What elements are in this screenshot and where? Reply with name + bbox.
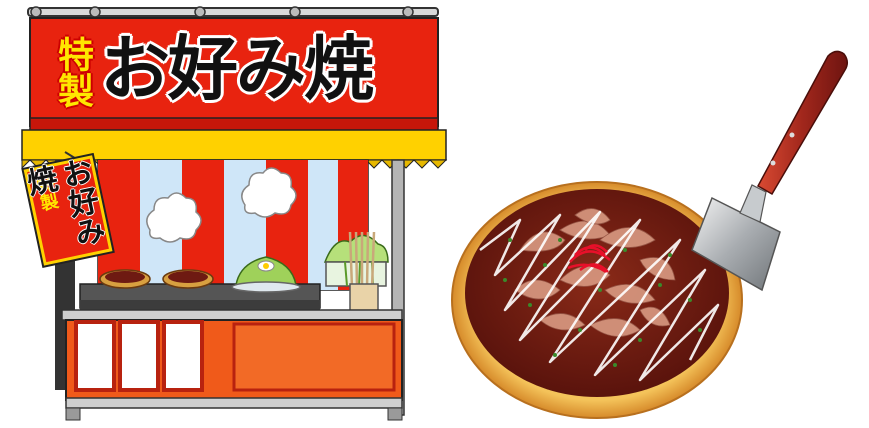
okonomiyaki bbox=[451, 181, 743, 419]
spatula-neck bbox=[739, 184, 767, 223]
pickled-ginger bbox=[567, 244, 611, 274]
griddle-edge bbox=[80, 300, 320, 310]
chopsticks-cup bbox=[348, 231, 379, 315]
counter-leg-right bbox=[387, 407, 403, 421]
hanging-sign bbox=[21, 151, 115, 268]
banner-title: お好み焼 bbox=[100, 28, 374, 110]
griddle-okonomiyaki bbox=[99, 269, 214, 289]
spatula-rivet bbox=[789, 132, 795, 138]
stall-top-rod bbox=[27, 7, 439, 17]
counter-top bbox=[61, 309, 403, 321]
striped-curtain bbox=[97, 159, 369, 291]
food-stall bbox=[21, 6, 448, 421]
counter-base bbox=[65, 397, 403, 409]
counter-leg-left bbox=[65, 407, 81, 421]
aonori-flakes bbox=[503, 238, 702, 367]
mayo-drizzle bbox=[479, 210, 720, 382]
cabbage-bowl bbox=[231, 256, 301, 293]
counter-windows bbox=[74, 320, 396, 392]
stall-banner bbox=[29, 17, 439, 127]
spatula-rivet bbox=[770, 160, 776, 166]
spatula bbox=[691, 50, 848, 292]
rod-knobs bbox=[30, 6, 414, 18]
banner-tokusei-label: 特製 bbox=[52, 36, 93, 108]
spatula-handle bbox=[756, 50, 848, 196]
steam-clouds bbox=[146, 167, 297, 243]
